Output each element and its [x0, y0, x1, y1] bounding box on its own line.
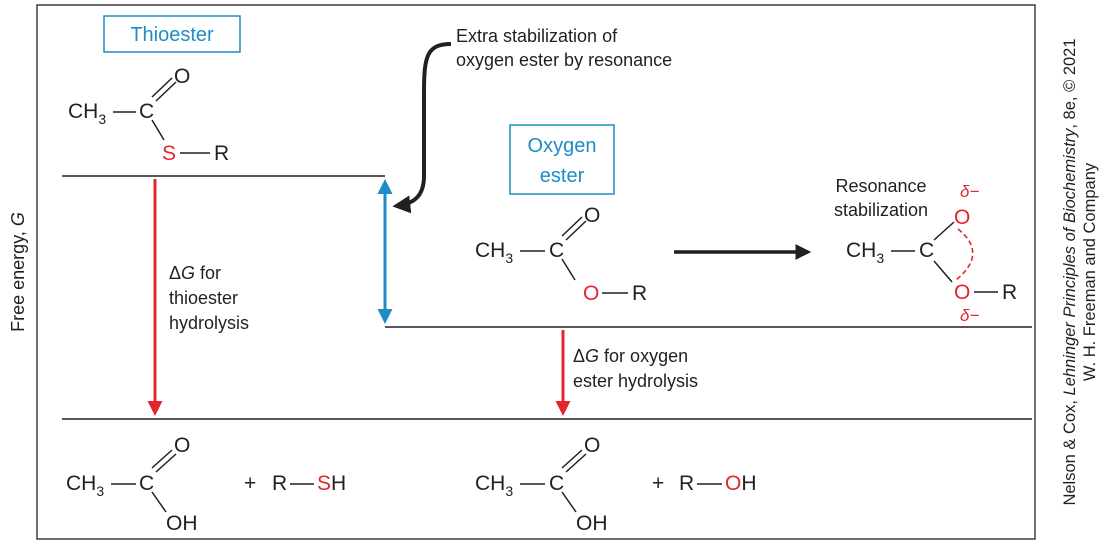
resonance-label-line2: stabilization — [834, 200, 928, 220]
resonance-structure: CH3 C O O R δ− δ− — [846, 182, 1017, 325]
credit-text: Nelson & Cox, Lehninger Principles of Bi… — [1061, 38, 1099, 505]
acetic-acid-right: CH3 C O OH — [475, 434, 608, 535]
svg-text:ΔG for: ΔG for — [169, 263, 221, 283]
thioester-molecule: CH3 C O S R — [68, 65, 229, 165]
svg-text:R: R — [1002, 281, 1017, 304]
svg-text:hydrolysis: hydrolysis — [169, 313, 249, 333]
oxygen-ester-box — [509, 124, 615, 195]
svg-text:δ−: δ− — [960, 306, 979, 325]
svg-text:C: C — [549, 239, 564, 262]
svg-text:C: C — [919, 239, 934, 262]
svg-text:O: O — [584, 434, 600, 457]
svg-text:O: O — [584, 204, 600, 227]
oxygen-ester-box-line1: Oxygen — [528, 135, 597, 157]
svg-text:O: O — [174, 434, 190, 457]
svg-text:CH3: CH3 — [846, 239, 884, 266]
diagram-frame — [36, 4, 1036, 540]
svg-text:SH: SH — [317, 472, 346, 495]
y-axis-label: Free energy, G — [8, 212, 28, 332]
thioester-box — [103, 15, 241, 53]
extra-stabilization-line2: oxygen ester by resonance — [456, 50, 672, 70]
svg-text:+: + — [244, 472, 256, 495]
extra-stabilization-arrow — [392, 42, 452, 214]
svg-text:W. H. Freeman and Company: W. H. Freeman and Company — [1081, 162, 1099, 381]
svg-text:thioester: thioester — [169, 288, 238, 308]
svg-text:R: R — [632, 282, 647, 305]
extra-stabilization-line1: Extra stabilization of — [456, 26, 618, 46]
svg-text:ester hydrolysis: ester hydrolysis — [573, 371, 698, 391]
resonance-label-line1: Resonance — [835, 176, 926, 196]
svg-text:C: C — [549, 472, 564, 495]
svg-text:S: S — [162, 142, 176, 165]
dg-thioester-label: ΔG for thioester hydrolysis — [169, 263, 249, 333]
svg-text:O: O — [583, 282, 599, 305]
svg-text:C: C — [139, 472, 154, 495]
svg-text:Nelson & Cox, Lehninger Princi: Nelson & Cox, Lehninger Principles of Bi… — [1061, 38, 1079, 505]
svg-text:OH: OH — [576, 512, 608, 535]
svg-text:R: R — [214, 142, 229, 165]
svg-text:CH3: CH3 — [68, 100, 106, 127]
svg-text:ΔG for oxygen: ΔG for oxygen — [573, 346, 688, 366]
svg-text:CH3: CH3 — [66, 472, 104, 499]
svg-text:R: R — [272, 472, 287, 495]
svg-text:δ−: δ− — [960, 182, 979, 201]
svg-text:CH3: CH3 — [475, 472, 513, 499]
svg-text:+: + — [652, 472, 664, 495]
oxygen-ester-box-line2: ester — [540, 165, 585, 187]
svg-text:O: O — [954, 206, 970, 229]
svg-text:O: O — [174, 65, 190, 88]
svg-text:OH: OH — [725, 472, 757, 495]
svg-text:R: R — [679, 472, 694, 495]
acetic-acid-left: CH3 C O OH — [66, 434, 198, 535]
oxygen-ester-molecule: CH3 C O O R — [475, 204, 647, 305]
svg-text:O: O — [954, 281, 970, 304]
dg-oxygen-ester-label: ΔG for oxygen ester hydrolysis — [573, 346, 698, 391]
svg-text:OH: OH — [166, 512, 198, 535]
svg-text:C: C — [139, 100, 154, 123]
thioester-box-label: Thioester — [130, 24, 214, 46]
thiol-product: + R SH — [244, 472, 346, 495]
svg-text:CH3: CH3 — [475, 239, 513, 266]
alcohol-product: + R OH — [652, 472, 757, 495]
